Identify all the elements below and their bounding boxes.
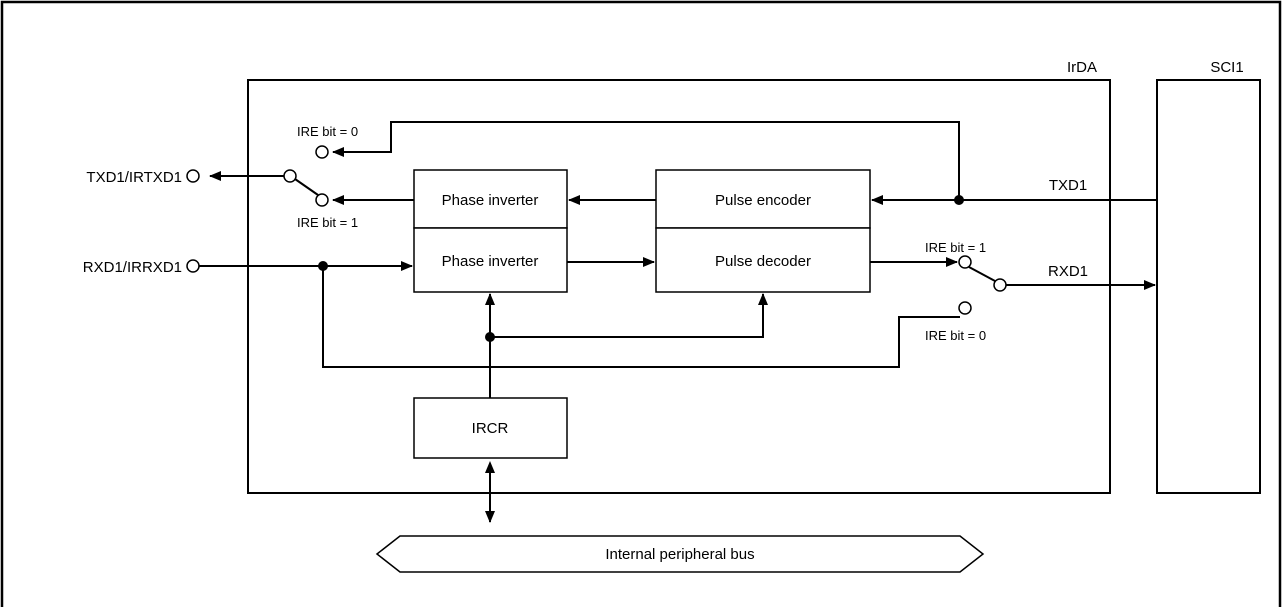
pulse-encoder-label: Pulse encoder <box>715 192 811 209</box>
ircr-block <box>413 397 568 459</box>
pulse-decoder-block <box>655 227 871 293</box>
phase-inverter-rx-label: Phase inverter <box>442 253 539 270</box>
tx-bypass-line <box>332 121 960 200</box>
txd-pin-terminal <box>186 169 200 183</box>
sci1-block <box>1156 79 1261 494</box>
rxd-pin-terminal <box>186 259 200 273</box>
rx-ire0-label: IRE bit = 0 <box>925 328 986 343</box>
rx-switch-terminal-ire0 <box>958 301 972 315</box>
rx-ire1-label: IRE bit = 1 <box>925 240 986 255</box>
irda-label: IrDA <box>1067 59 1097 76</box>
ircr-to-decoder-line <box>490 293 768 338</box>
tx-switch-lever <box>294 178 319 196</box>
ircr-label: IRCR <box>472 420 509 437</box>
txd-pin-label: TXD1/IRTXD1 <box>86 169 182 186</box>
rxd1-signal-label: RXD1 <box>1048 263 1088 280</box>
tx-ire1-label: IRE bit = 1 <box>297 215 358 230</box>
rx-bypass-line <box>322 266 960 368</box>
internal-peripheral-bus <box>375 535 985 573</box>
tx-switch-terminal-ire0 <box>315 145 329 159</box>
phase-inverter-tx-label: Phase inverter <box>442 192 539 209</box>
tx-ire0-label: IRE bit = 0 <box>297 124 358 139</box>
rx-switch-terminal-ire1 <box>958 255 972 269</box>
rx-switch-common-terminal <box>993 278 1007 292</box>
phase-inverter-tx-block <box>413 169 568 229</box>
tx-switch-terminal-ire1 <box>315 193 329 207</box>
rx-switch-lever <box>968 266 996 282</box>
txd1-signal-label: TXD1 <box>1049 177 1087 194</box>
pulse-encoder-block <box>655 169 871 229</box>
tx-switch-common-terminal <box>283 169 297 183</box>
ircr-control-junction-dot <box>485 332 495 342</box>
pulse-decoder-label: Pulse decoder <box>715 253 811 270</box>
sci1-label: SCI1 <box>1210 59 1243 76</box>
rxd-pin-label: RXD1/IRRXD1 <box>83 259 182 276</box>
bus-label: Internal peripheral bus <box>605 546 754 563</box>
phase-inverter-rx-block <box>413 227 568 293</box>
